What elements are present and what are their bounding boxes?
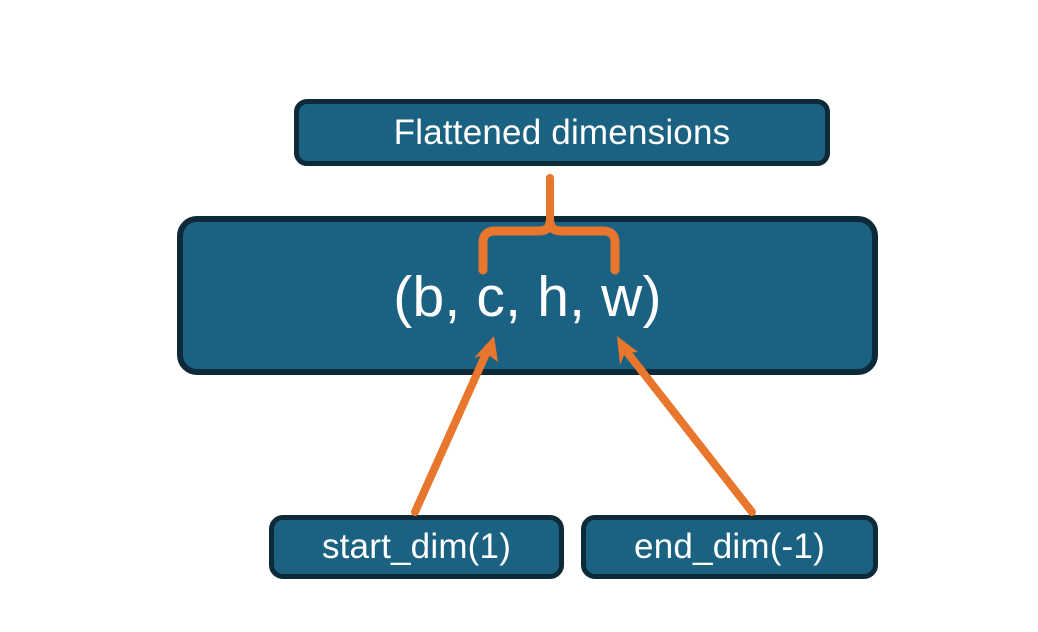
start-dim-label: start_dim(1) — [321, 527, 512, 566]
tensor-shape-label: (b, c, h, w) — [393, 265, 662, 329]
flattened-dimensions-box[interactable]: Flattened dimensions — [294, 99, 830, 166]
end-dim-label: end_dim(-1) — [634, 527, 825, 566]
end-dim-box[interactable]: end_dim(-1) — [581, 515, 878, 579]
tensor-shape-box[interactable]: (b, c, h, w) — [177, 216, 878, 375]
flattened-dimensions-label: Flattened dimensions — [393, 112, 731, 152]
start-dim-box[interactable]: start_dim(1) — [269, 515, 564, 579]
